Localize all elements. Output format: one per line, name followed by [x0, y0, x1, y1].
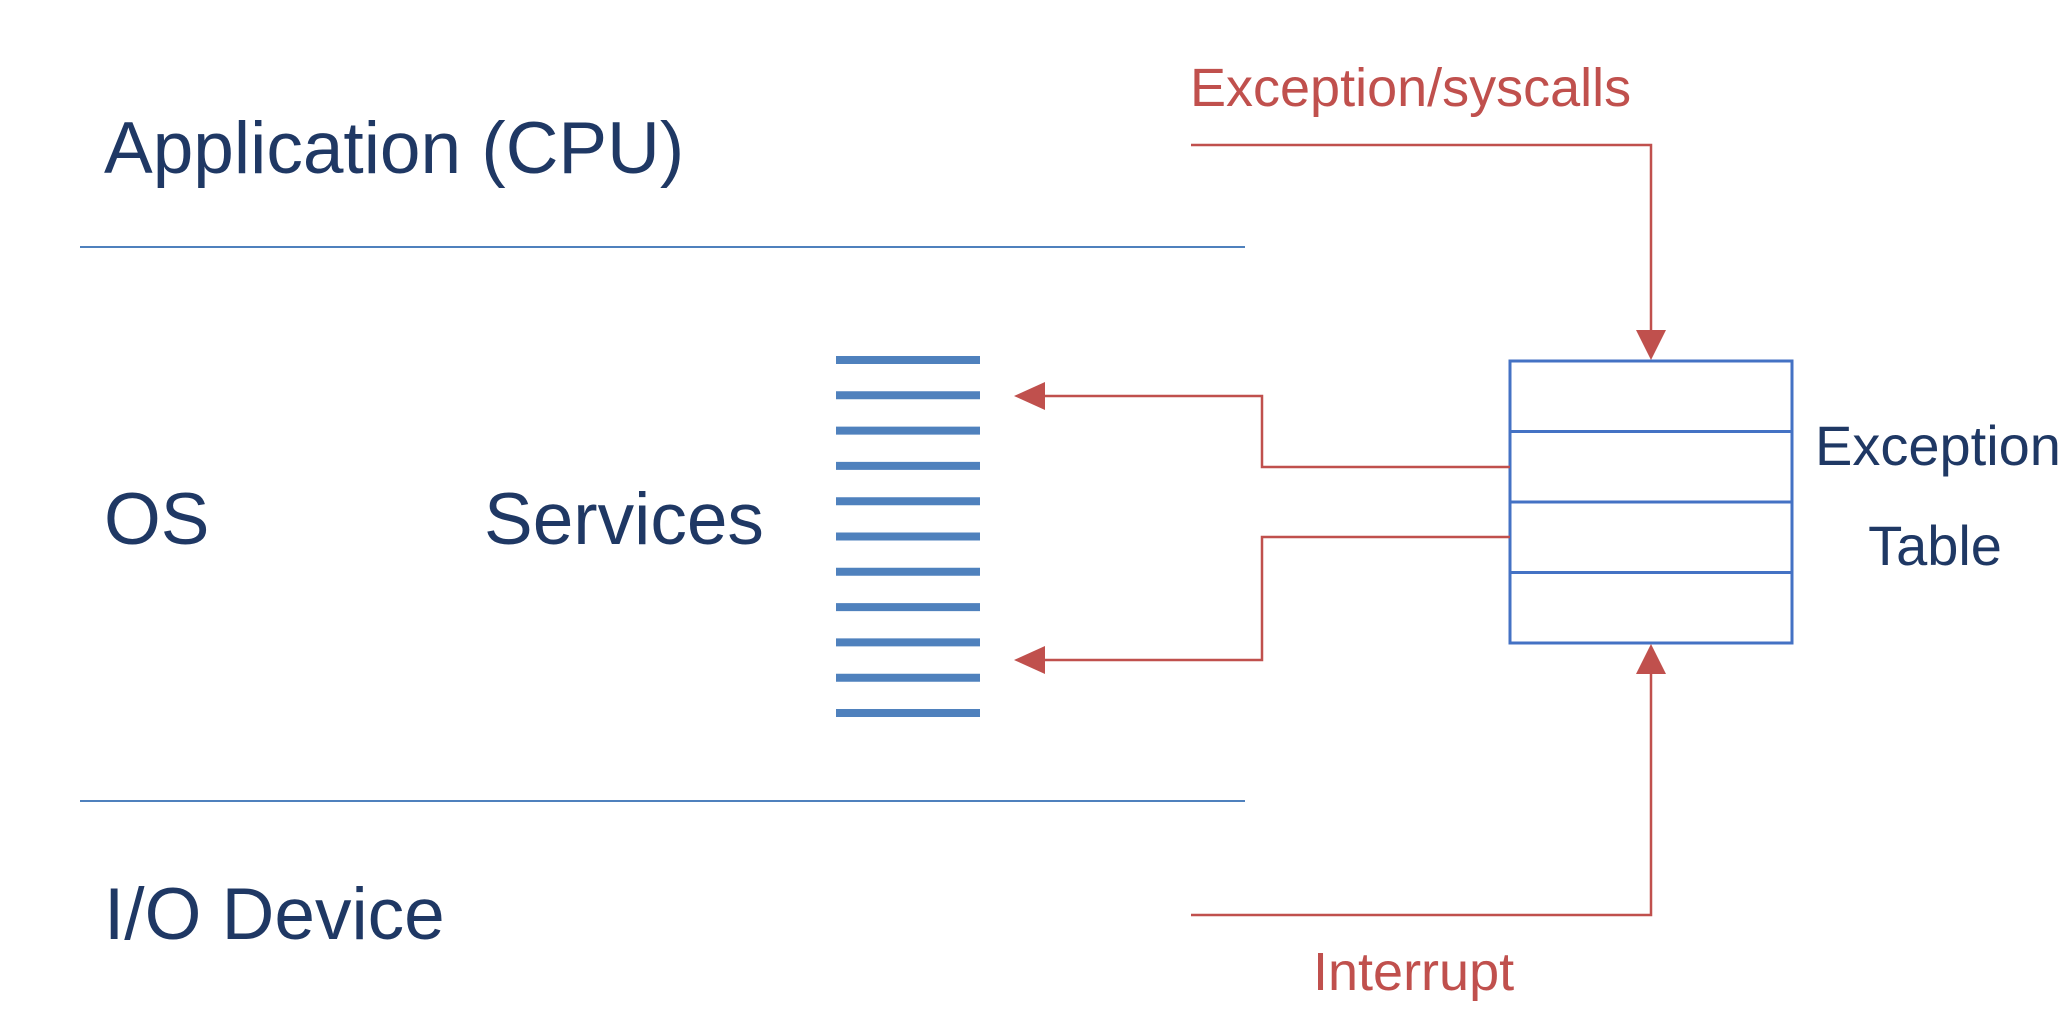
dispatch-arrow-lower-head: [1014, 646, 1045, 674]
application-layer-label: Application (CPU): [104, 108, 685, 189]
os-layer-label: OS: [104, 479, 210, 560]
dispatch-arrow-lower-line: [1040, 535, 1510, 662]
exception-table: [1508, 359, 1794, 645]
interrupt-flow-line: [1191, 668, 1653, 917]
interrupt-flow-arrowhead: [1636, 644, 1666, 674]
io-device-layer-label: I/O Device: [104, 874, 445, 955]
exception-syscalls-label: Exception/syscalls: [1190, 58, 1632, 118]
dispatch-arrow-upper-line: [1040, 394, 1510, 469]
exception-flow-arrowhead: [1636, 330, 1666, 360]
services-list: [836, 356, 980, 717]
dispatch-arrow-upper-head: [1014, 382, 1045, 410]
exception-flow-line: [1191, 143, 1653, 340]
interrupt-label: Interrupt: [1313, 942, 1515, 1002]
services-label: Services: [484, 479, 764, 560]
exception-table-label-line2: Table: [1868, 514, 2002, 577]
exception-table-label-line1: Exception: [1815, 414, 2061, 477]
